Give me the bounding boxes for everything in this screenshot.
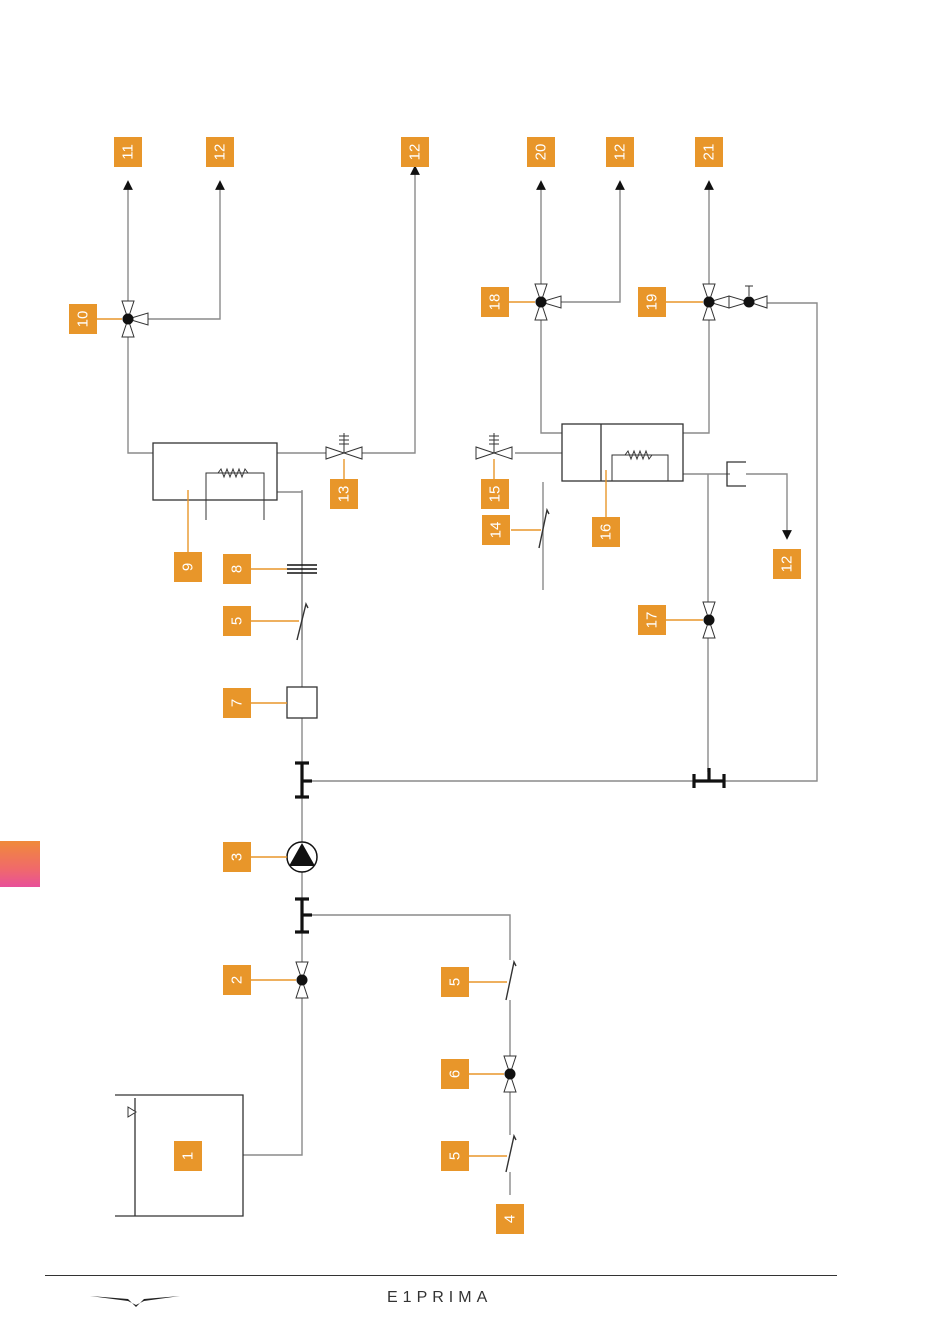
check-valve <box>506 962 516 1000</box>
badge-number: 14 <box>488 522 505 539</box>
wing-logo-icon <box>90 1293 182 1309</box>
badge-number: 12 <box>612 144 629 161</box>
badge-number: 15 <box>487 486 504 503</box>
label-badge: 15 <box>481 479 509 509</box>
badge-number: 5 <box>447 1152 464 1160</box>
manual-valve-icon <box>476 433 512 459</box>
manual-valve-icon <box>326 433 362 459</box>
label-badge: 7 <box>223 688 251 718</box>
label-badge: 21 <box>695 137 723 167</box>
label-badge: 17 <box>638 605 666 635</box>
label-badge: 16 <box>592 517 620 547</box>
label-badge: 8 <box>223 554 251 584</box>
steam-boiler <box>562 424 683 481</box>
label-badge: 11 <box>114 137 142 167</box>
badge-number: 12 <box>407 144 424 161</box>
badge-number: 19 <box>644 294 661 311</box>
badge-number: 12 <box>779 556 796 573</box>
footer-divider <box>45 1275 837 1276</box>
label-badge: 4 <box>496 1204 524 1234</box>
badge-number: 20 <box>533 144 550 161</box>
label-badge: 12 <box>773 549 801 579</box>
badge-number: 5 <box>447 978 464 986</box>
label-badge: 9 <box>174 552 202 582</box>
badge-number: 10 <box>75 311 92 328</box>
badge-number: 21 <box>701 144 718 161</box>
label-badge: 3 <box>223 842 251 872</box>
label-badge: 19 <box>638 287 666 317</box>
label-badge: 5 <box>441 1141 469 1171</box>
badge-number: 3 <box>229 853 246 861</box>
three-way-valve-icon <box>535 284 561 320</box>
badge-number: 18 <box>487 294 504 311</box>
label-badge: 14 <box>482 515 510 545</box>
label-badge: 12 <box>401 137 429 167</box>
label-badge: 18 <box>481 287 509 317</box>
badge-number: 9 <box>180 563 197 571</box>
ball-valve-icon <box>703 602 715 638</box>
tee-fitting <box>295 899 312 932</box>
badge-number: 16 <box>598 524 615 541</box>
check-valve <box>506 1136 516 1172</box>
badge-number: 8 <box>229 565 246 573</box>
badge-number: 11 <box>120 144 137 160</box>
three-way-valve-icon <box>122 301 148 337</box>
label-badge: 12 <box>606 137 634 167</box>
tee-fitting <box>295 763 312 797</box>
badge-number: 2 <box>229 976 246 984</box>
label-badge: 5 <box>223 606 251 636</box>
ball-valve-icon <box>504 1056 516 1092</box>
label-badge: 12 <box>206 137 234 167</box>
badge-number: 12 <box>212 144 229 161</box>
label-badge: 5 <box>441 967 469 997</box>
badge-number: 1 <box>180 1152 197 1160</box>
three-way-valve-icon <box>703 284 767 320</box>
coffee-boiler <box>153 443 277 520</box>
label-badge: 1 <box>174 1141 202 1171</box>
filter-box <box>287 687 317 718</box>
check-valve <box>539 510 549 548</box>
badge-number: 6 <box>447 1070 464 1078</box>
pump-icon <box>287 842 317 872</box>
tee-fitting <box>694 768 724 788</box>
badge-number: 5 <box>229 617 246 625</box>
label-badge: 10 <box>69 304 97 334</box>
footer-brand: E1PRIMA <box>387 1289 492 1307</box>
label-badge: 13 <box>330 479 358 509</box>
label-badge: 2 <box>223 965 251 995</box>
ball-valve-icon <box>296 962 308 998</box>
badge-number: 4 <box>502 1215 519 1223</box>
label-badge: 6 <box>441 1059 469 1089</box>
badge-number: 7 <box>229 699 246 707</box>
label-badge: 20 <box>527 137 555 167</box>
pipe-network-left <box>128 170 817 1195</box>
badge-number: 13 <box>336 486 353 503</box>
badge-number: 17 <box>644 612 661 629</box>
